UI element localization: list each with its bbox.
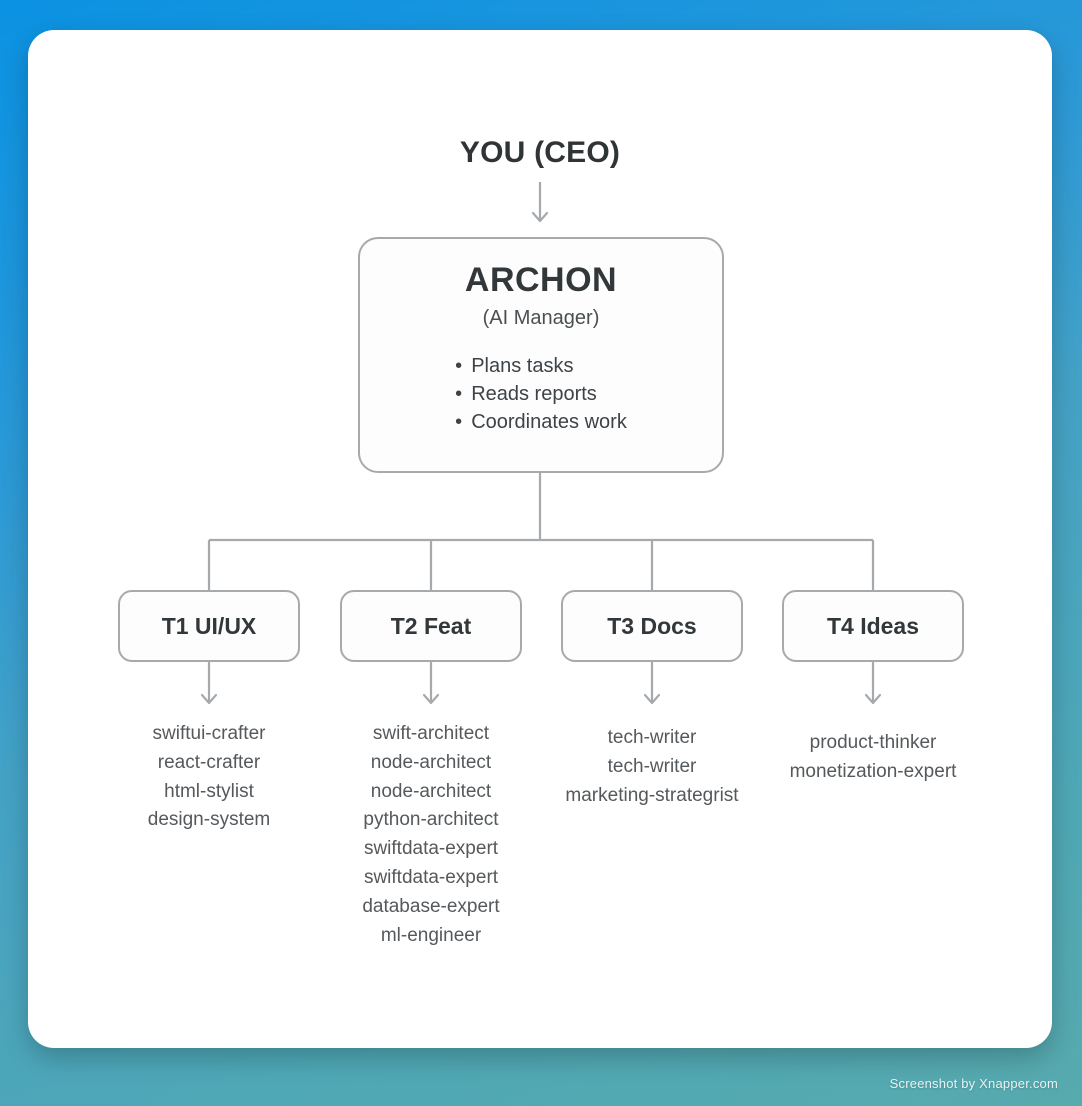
list-item: Coordinates work bbox=[455, 408, 627, 436]
agent-list-t1: swiftui-crafter react-crafter html-styli… bbox=[109, 720, 309, 835]
list-item: swiftui-crafter bbox=[152, 723, 266, 744]
list-item: tech-writer bbox=[607, 755, 697, 777]
list-item: database-expert bbox=[362, 895, 500, 917]
connector-lines bbox=[200, 182, 882, 705]
list-item: marketing-strategrist bbox=[565, 784, 739, 806]
list-item: node-architect bbox=[370, 780, 492, 802]
list-item: Reads reports bbox=[455, 380, 627, 408]
list-item: swiftdata-expert bbox=[363, 838, 499, 860]
page-title-ceo: YOU (CEO) bbox=[459, 136, 621, 169]
tier-node-t2[interactable]: T2 Feat bbox=[340, 590, 522, 662]
arrow-down-icon-t4 bbox=[864, 693, 882, 705]
list-item: Plans tasks bbox=[455, 352, 627, 380]
tier-label: T3 Docs bbox=[607, 612, 697, 639]
org-chart-diagram: YOU (CEO) ARCHON (AI Manager) Plans task… bbox=[28, 30, 1052, 1048]
list-item: python-architect bbox=[363, 809, 499, 831]
list-item: html-stylist bbox=[164, 780, 254, 802]
agent-list-t2: swift-architect node-architect node-arch… bbox=[331, 720, 531, 950]
list-item: react-crafter bbox=[157, 751, 261, 773]
list-item: monetization-expert bbox=[789, 760, 957, 782]
watermark: Screenshot by Xnapper.com bbox=[889, 1076, 1058, 1091]
archon-capability-list: Plans tasks Reads reports Coordinates wo… bbox=[455, 352, 627, 436]
list-item: swiftdata-expert bbox=[363, 866, 499, 888]
tier-label: T4 Ideas bbox=[826, 612, 920, 639]
archon-node[interactable]: ARCHON (AI Manager) Plans tasks Reads re… bbox=[358, 237, 724, 473]
agent-list-t3: tech-writer tech-writer marketing-strate… bbox=[532, 724, 772, 810]
list-item: product-thinker bbox=[809, 732, 937, 753]
list-item: ml-engineer bbox=[380, 924, 482, 946]
list-item: tech-writer bbox=[607, 727, 697, 748]
tier-node-t1[interactable]: T1 UI/UX bbox=[118, 590, 300, 662]
arrow-down-icon-t1 bbox=[200, 693, 218, 705]
list-item: design-system bbox=[147, 809, 271, 831]
tier-label: T2 Feat bbox=[390, 612, 472, 639]
tier-node-t4[interactable]: T4 Ideas bbox=[782, 590, 964, 662]
list-item: swift-architect bbox=[372, 723, 490, 744]
diagram-card: YOU (CEO) ARCHON (AI Manager) Plans task… bbox=[28, 30, 1052, 1048]
tier-node-t3[interactable]: T3 Docs bbox=[561, 590, 743, 662]
tier-label: T1 UI/UX bbox=[161, 612, 257, 639]
arrow-down-icon-t3 bbox=[643, 693, 661, 705]
arrow-down-icon-ceo bbox=[531, 211, 549, 223]
arrow-down-icon-t2 bbox=[422, 693, 440, 705]
agent-list-t4: product-thinker monetization-expert bbox=[763, 729, 983, 787]
list-item: node-architect bbox=[370, 751, 492, 773]
archon-name: ARCHON bbox=[464, 261, 618, 299]
archon-subtitle: (AI Manager) bbox=[482, 307, 600, 329]
